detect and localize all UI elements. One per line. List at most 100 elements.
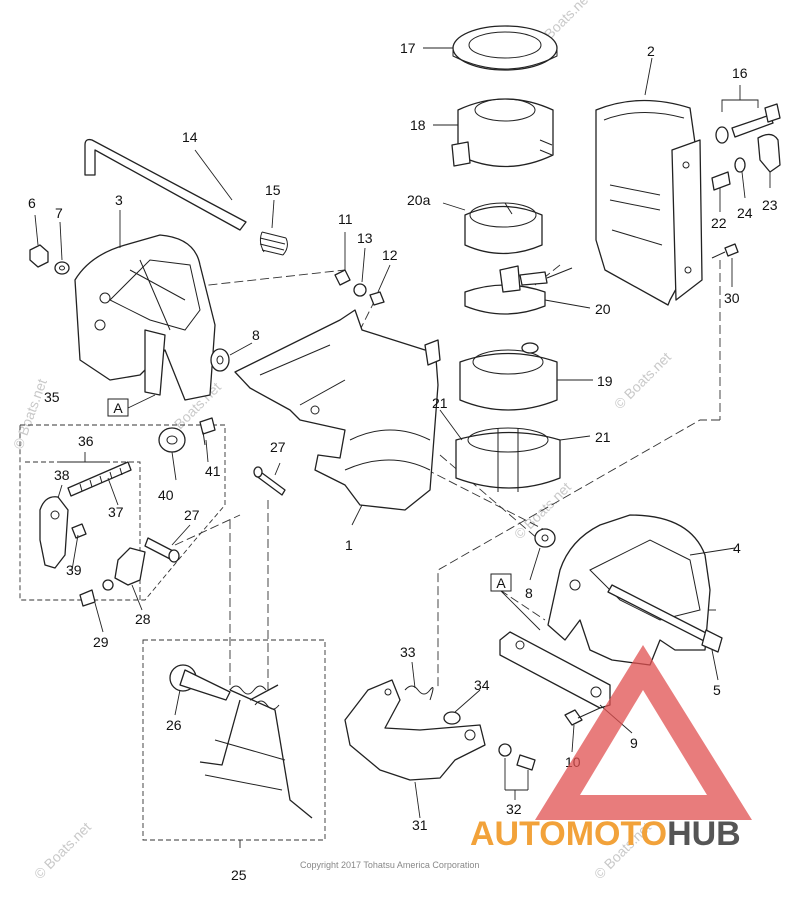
box-a-marker: A: [107, 398, 129, 417]
part-label-14: 14: [182, 129, 198, 145]
logo-text: AUTOMOTOHUB: [470, 815, 741, 853]
part-label-27: 27: [184, 507, 200, 523]
part-label-19: 19: [597, 373, 613, 389]
part-17-seal: [452, 25, 558, 71]
logo-triangle-icon: [535, 645, 752, 820]
automotohub-logo: AUTOMOTOHUB: [470, 645, 752, 853]
part-28-bracket: [114, 547, 146, 586]
part-30-screw: [711, 243, 739, 259]
watermark-text: © Boats.net: [10, 377, 50, 452]
part-16-bolt: [715, 103, 781, 144]
part-label-2: 2: [647, 43, 655, 59]
part-label-4: 4: [733, 540, 741, 556]
part-number-labels: 17 18 2 16 20a 20 19 21 21 22 24 23 30 1…: [28, 40, 778, 883]
part-label-27: 27: [270, 439, 286, 455]
part-label-30: 30: [724, 290, 740, 306]
part-27-pin: [144, 537, 180, 563]
part-label-40: 40: [158, 487, 174, 503]
part-label-9: 9: [630, 735, 638, 751]
part-label-37: 37: [108, 504, 124, 520]
part-label-5: 5: [713, 682, 721, 698]
part-21-split-bushing: [455, 427, 561, 492]
part-label-38: 38: [54, 467, 70, 483]
part-15-spring: [259, 231, 288, 256]
part-label-8: 8: [525, 585, 533, 601]
part-6-nut: [29, 244, 49, 268]
part-19-bearing: [459, 342, 558, 411]
part-label-24: 24: [737, 205, 753, 221]
part-33-spring: [404, 685, 434, 701]
part-38-lever: [39, 496, 69, 569]
part-label-17: 17: [400, 40, 416, 56]
part-32-bolt: [498, 743, 536, 771]
part-label-18: 18: [410, 117, 426, 133]
part-37-threaded-rod: [67, 461, 132, 497]
part-label-20a: 20a: [407, 192, 431, 208]
part-5-bolt: [607, 584, 723, 653]
watermark-text: © Boats.net: [31, 819, 94, 882]
part-40-washer: [158, 427, 186, 453]
box-a-marker: A: [490, 573, 512, 592]
part-label-35: 35: [44, 389, 60, 405]
part-13-washer: [353, 283, 367, 297]
copyright-text: Copyright 2017 Tohatsu America Corporati…: [300, 860, 479, 870]
part-label-20: 20: [595, 301, 611, 317]
box-a-label: A: [496, 575, 506, 591]
watermarks: © Boats.net © Boats.net © Boats.net © Bo…: [10, 0, 674, 882]
part-label-16: 16: [732, 65, 748, 81]
part-label-23: 23: [762, 197, 778, 213]
part-20-band: [464, 265, 573, 315]
part-label-12: 12: [382, 247, 398, 263]
part-22-24-23-knob: [711, 133, 781, 191]
part-label-15: 15: [265, 182, 281, 198]
part-label-28: 28: [135, 611, 151, 627]
part-11-bolt: [334, 269, 351, 286]
part-label-25: 25: [231, 867, 247, 883]
part-25-tilt-lever-assembly: [199, 684, 313, 819]
part-label-22: 22: [711, 215, 727, 231]
part-34-collar: [443, 711, 461, 725]
box-a-label: A: [113, 400, 123, 416]
part-label-11: 11: [338, 211, 353, 227]
part-26-pin: [169, 664, 231, 701]
part-39-screw: [71, 523, 87, 539]
part-3-clamp-bracket: [74, 234, 216, 401]
part-20a-bushing: [464, 202, 543, 255]
part-31-lever: [344, 679, 486, 781]
part-label-41: 41: [205, 463, 221, 479]
part-10-bolt: [564, 707, 601, 726]
part-label-33: 33: [400, 644, 416, 660]
part-2-swivel-housing: [595, 99, 703, 306]
part-label-3: 3: [115, 192, 123, 208]
part-41-screw: [199, 417, 216, 446]
part-8-washer: [210, 348, 230, 372]
part-label-34: 34: [474, 677, 490, 693]
part-label-26: 26: [166, 717, 182, 733]
part-label-36: 36: [78, 433, 94, 449]
part-label-32: 32: [506, 801, 522, 817]
part-14-rod: [84, 138, 247, 231]
watermark-text: © Boats.net: [611, 349, 674, 412]
part-29-bolt: [79, 579, 114, 607]
part-label-7: 7: [55, 205, 63, 221]
part-27-pin: [253, 466, 286, 496]
part-label-21: 21: [595, 429, 611, 445]
part-label-31: 31: [412, 817, 428, 833]
part-label-8: 8: [252, 327, 260, 343]
part-4-clamp-bracket: [547, 514, 711, 666]
part-label-39: 39: [66, 562, 82, 578]
part-12-screw: [369, 291, 385, 306]
logo-text-secondary: HUB: [667, 815, 741, 853]
part-7-washer: [54, 261, 70, 275]
part-1-swivel-bracket: [234, 309, 441, 511]
part-label-6: 6: [28, 195, 36, 211]
part-label-21: 21: [432, 395, 448, 411]
part-8-washer: [534, 528, 556, 548]
part-label-29: 29: [93, 634, 109, 650]
logo-text-primary: AUTOMOTO: [470, 815, 667, 853]
leader-lines: [34, 47, 771, 848]
part-label-13: 13: [357, 230, 373, 246]
part-label-1: 1: [345, 537, 353, 553]
part-18-housing: [451, 98, 554, 168]
